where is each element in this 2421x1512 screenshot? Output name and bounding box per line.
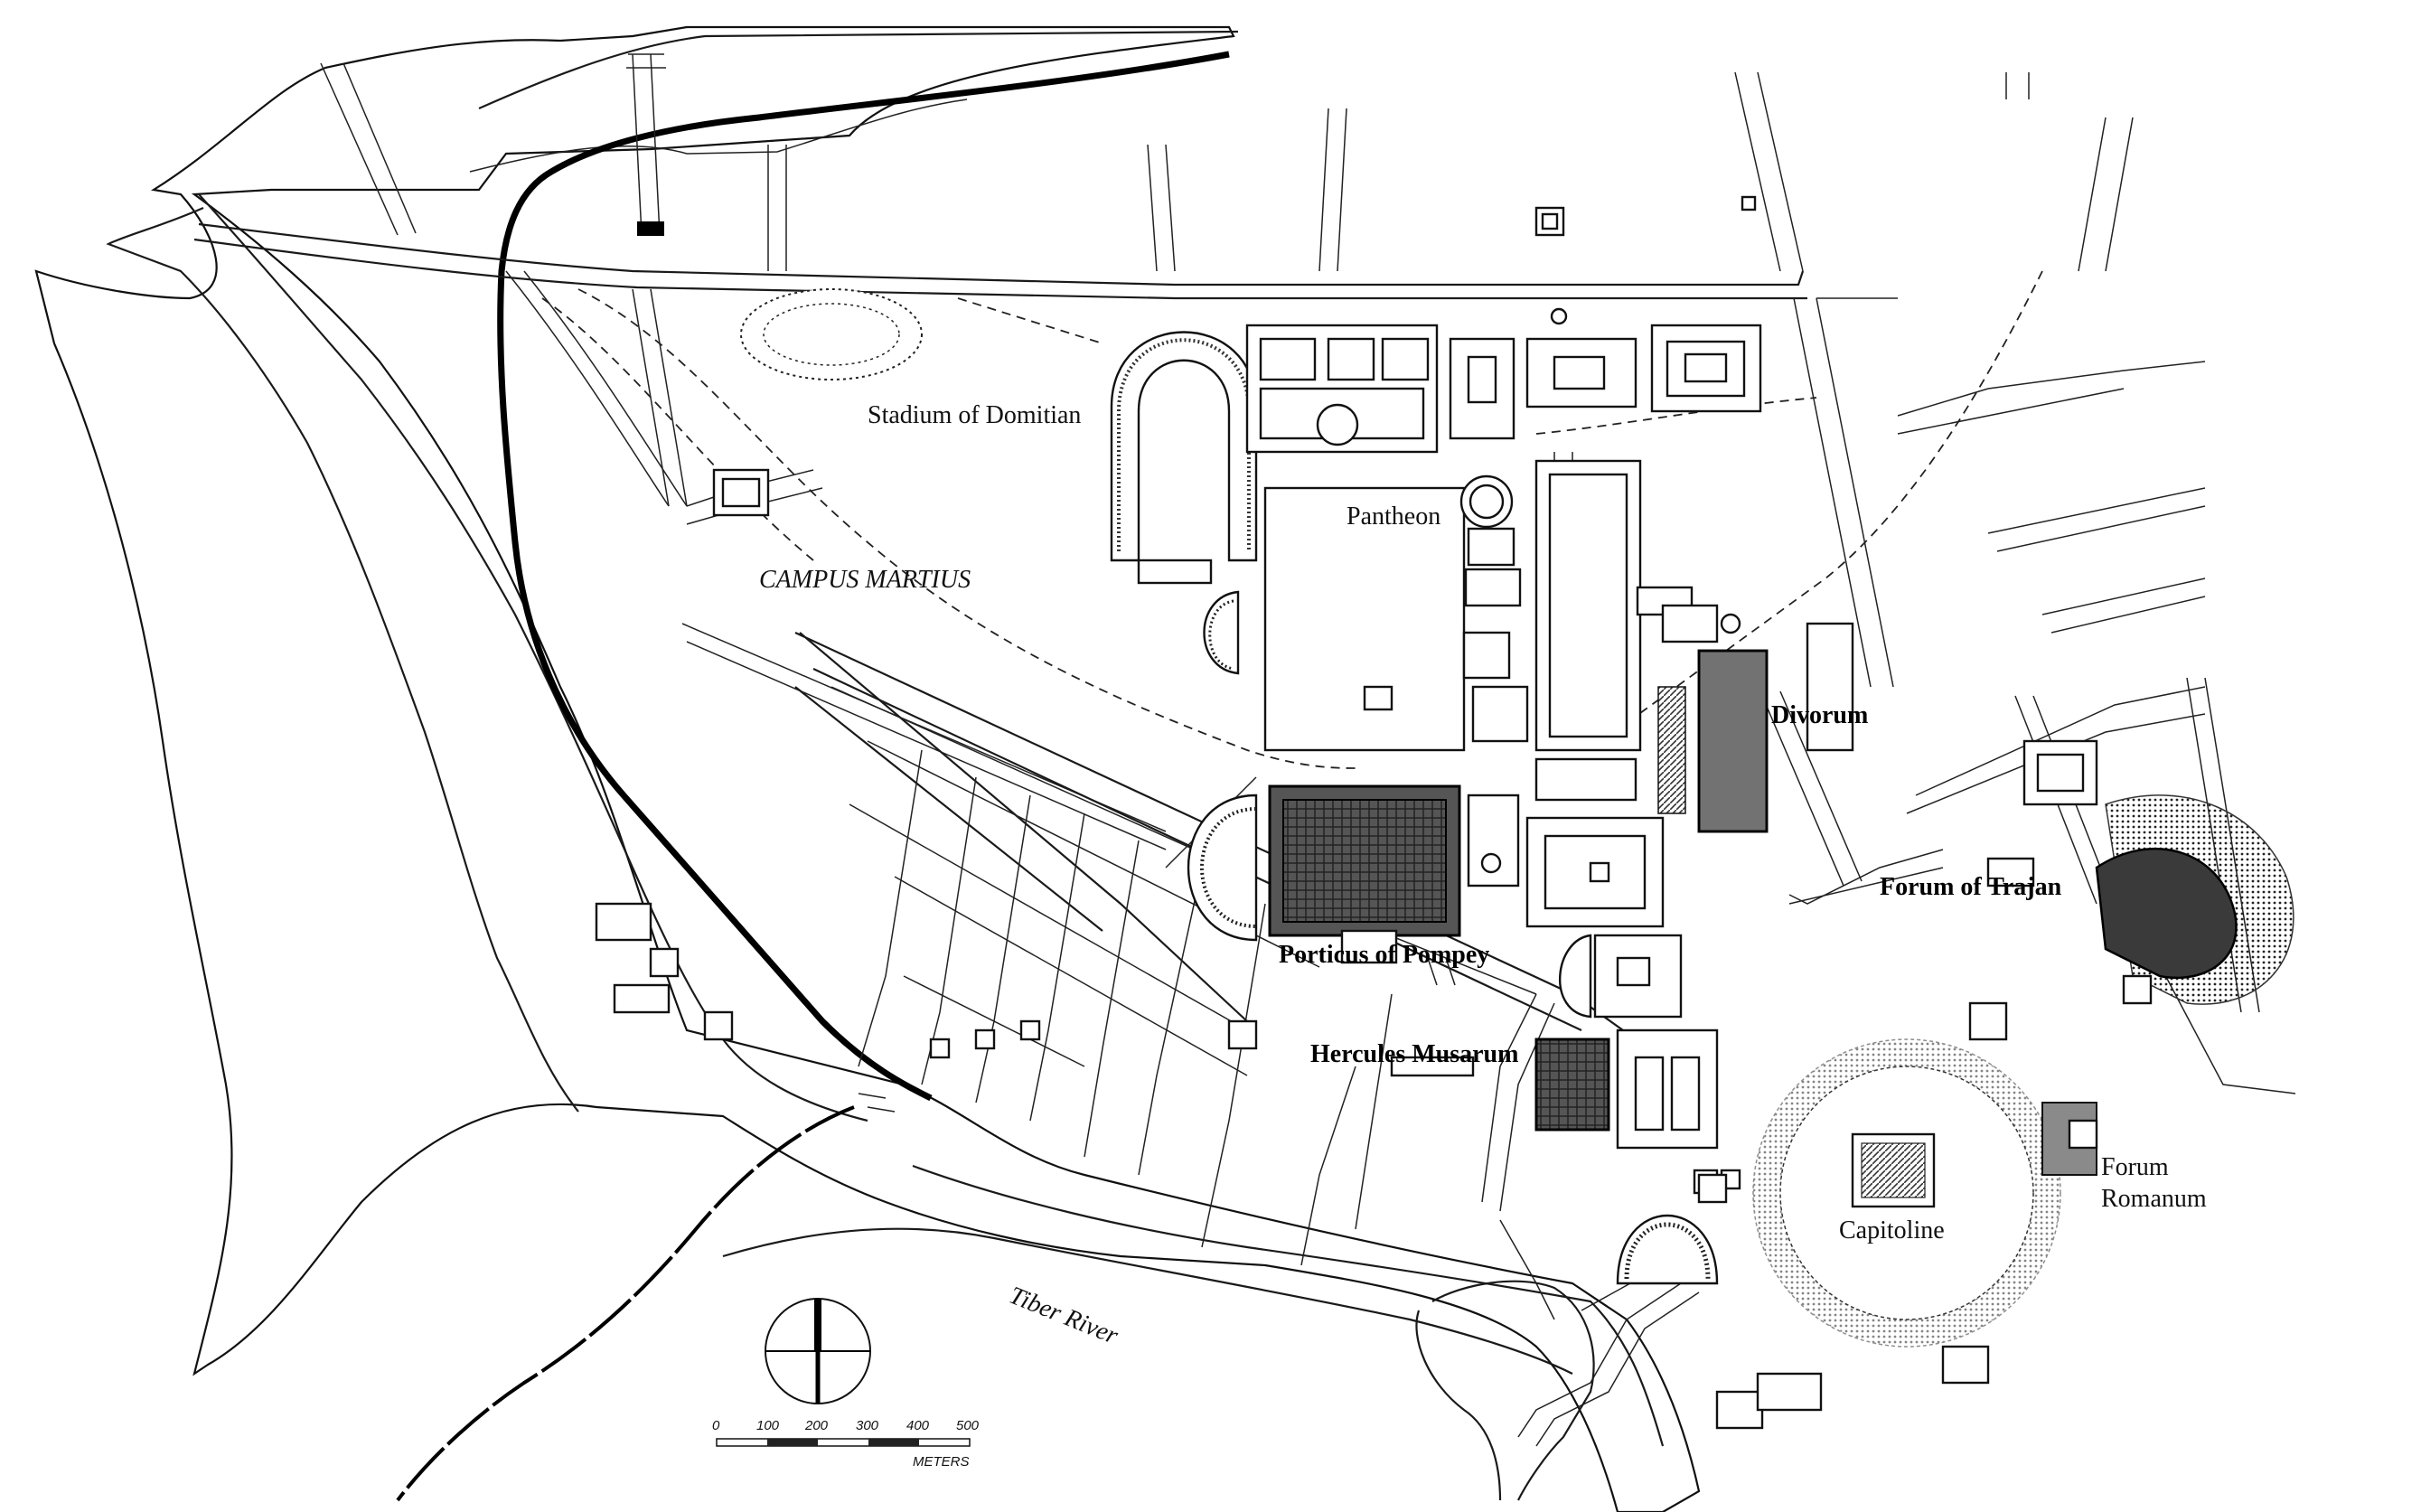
scale-tick-0: 0 xyxy=(712,1418,720,1433)
scale-bar: 0 100 200 300 400 500 METERS xyxy=(712,1418,980,1470)
scale-tick-300: 300 xyxy=(856,1418,879,1433)
label-capitoline: Capitoline xyxy=(1839,1216,1945,1244)
scale-unit: METERS xyxy=(913,1454,970,1470)
scale-tick-500: 500 xyxy=(956,1418,980,1433)
label-campus-martius: CAMPUS MARTIUS xyxy=(759,566,971,594)
scale-tick-100: 100 xyxy=(756,1418,780,1433)
label-divorum: Divorum xyxy=(1771,701,1868,729)
label-tiber-river: Tiber River xyxy=(1005,1282,1121,1350)
label-porticus-of-pompey: Porticus of Pompey xyxy=(1279,941,1489,969)
scale-tick-400: 400 xyxy=(906,1418,930,1433)
label-forum-of-trajan: Forum of Trajan xyxy=(1880,873,2062,901)
city-wall xyxy=(396,51,1230,1502)
label-stadium-of-domitian: Stadium of Domitian xyxy=(868,401,1081,429)
tiber-river xyxy=(34,25,1701,1512)
scale-tick-200: 200 xyxy=(804,1418,829,1433)
monuments xyxy=(595,195,2294,1430)
label-hercules-musarum: Hercules Musarum xyxy=(1310,1040,1518,1068)
north-compass-icon xyxy=(765,1298,871,1404)
label-pantheon: Pantheon xyxy=(1347,502,1440,531)
label-romanum: Romanum xyxy=(2101,1185,2207,1213)
label-forum: Forum xyxy=(2101,1153,2169,1181)
